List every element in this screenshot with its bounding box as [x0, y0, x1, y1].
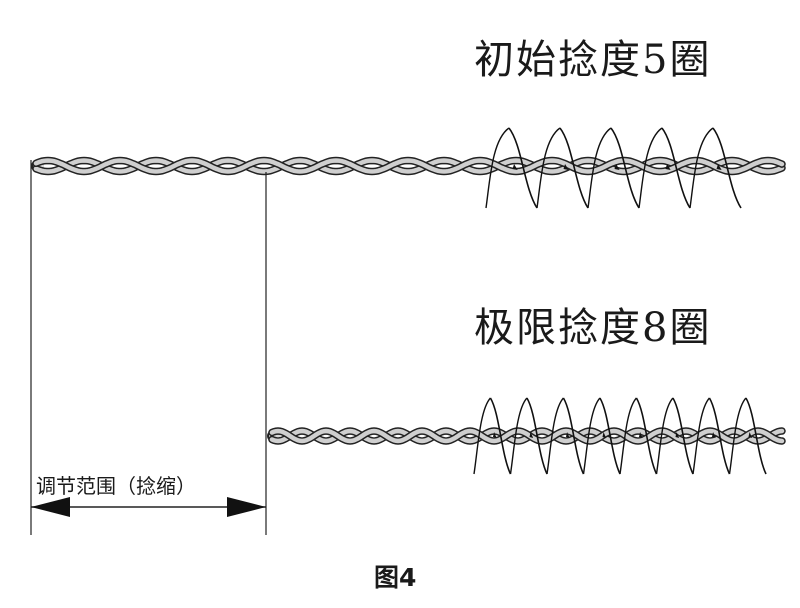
coil-crossing	[614, 164, 620, 170]
coil-turn-back	[587, 127, 612, 209]
coil-crossing	[638, 432, 643, 438]
coil-turn-front	[610, 127, 640, 209]
coil-turn-back	[546, 397, 564, 475]
coil-turn-front	[508, 127, 538, 209]
coil-crossing	[512, 164, 518, 170]
coil-turn-front	[559, 127, 589, 209]
coil-crossing	[665, 164, 671, 170]
coil-turn-back	[655, 397, 674, 475]
coil-turn-back	[692, 397, 710, 475]
coil-turn-back	[536, 127, 561, 209]
coil-turn-back	[728, 397, 747, 475]
rope-strand	[33, 158, 785, 174]
coil-turn-back	[619, 397, 637, 475]
coil-turn-front	[526, 397, 548, 475]
coil-turn-back	[638, 127, 663, 209]
coil-turn-front	[599, 397, 621, 475]
coil-turn-back	[582, 397, 601, 475]
adjustment-range-label: 调节范围（捻缩）	[36, 474, 196, 498]
coil-turn-front	[661, 127, 691, 209]
coil-crossing	[529, 432, 534, 438]
limit-twist-label: 极限捻度8圈	[474, 305, 712, 351]
initial-coil	[485, 127, 742, 209]
rope-strand	[33, 158, 785, 174]
limit-rope	[267, 427, 786, 445]
figure-caption: 图4	[374, 563, 417, 592]
coil-crossing	[492, 432, 497, 438]
coil-crossing	[716, 164, 722, 170]
coil-crossing	[748, 432, 753, 438]
coil-turn-front	[712, 127, 742, 209]
coil-crossing	[563, 164, 569, 170]
coil-crossing	[602, 432, 607, 438]
limit-coil	[473, 397, 767, 475]
rope-strand	[269, 428, 785, 444]
initial-rope	[31, 156, 786, 176]
initial-twist-label: 初始捻度5圈	[474, 37, 712, 83]
coil-crossing	[675, 432, 680, 438]
coil-crossing	[565, 432, 570, 438]
coil-turn-back	[689, 127, 714, 209]
coil-crossing	[711, 432, 716, 438]
left-arrowhead	[31, 497, 70, 517]
coil-turn-front	[562, 397, 585, 475]
coil-turn-back	[473, 397, 491, 475]
coil-turn-front	[635, 397, 658, 475]
right-arrowhead	[227, 497, 266, 517]
coil-turn-front	[672, 397, 694, 475]
coil-turn-back	[485, 127, 510, 209]
coil-turn-front	[745, 397, 767, 475]
coil-turn-back	[509, 397, 528, 475]
coil-turn-front	[489, 397, 512, 475]
coil-turn-front	[708, 397, 731, 475]
